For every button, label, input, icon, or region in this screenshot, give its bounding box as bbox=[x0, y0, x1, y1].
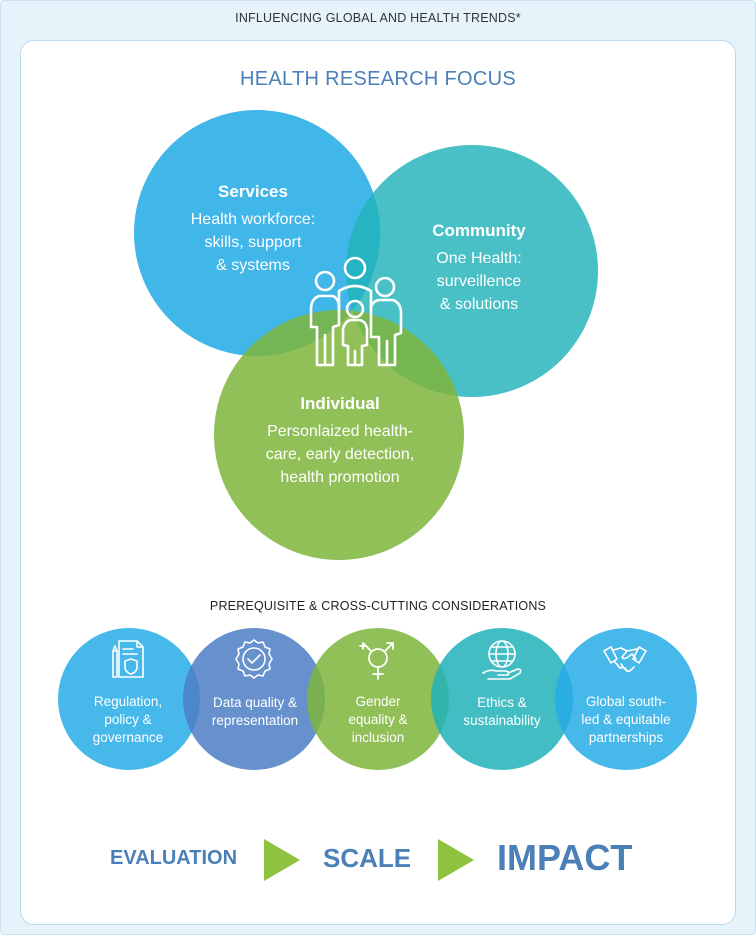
regulation-label: Regulation, policy & governance bbox=[68, 693, 188, 747]
individual-heading: Individual bbox=[300, 394, 380, 413]
arrow-right-icon bbox=[438, 839, 474, 881]
partnerships-line-3: partnerships bbox=[588, 730, 664, 745]
data-quality-line-2: representation bbox=[211, 713, 299, 728]
partnerships-line-2: led & equitable bbox=[581, 712, 671, 727]
handshake-icon bbox=[603, 646, 647, 673]
services-text: Services Health workforce: skills, suppo… bbox=[160, 182, 346, 277]
community-line-1: One Health: bbox=[436, 250, 522, 267]
arrow-right-icon bbox=[264, 839, 300, 881]
regulation-circle bbox=[58, 628, 200, 770]
ethics-line-1: Ethics & bbox=[477, 695, 527, 710]
partnerships-label: Global south- led & equitable partnershi… bbox=[566, 693, 686, 747]
ethics-circle bbox=[431, 628, 573, 770]
individual-text: Individual Personlaized health- care, ea… bbox=[240, 394, 440, 489]
gender-circle bbox=[307, 628, 449, 770]
data-quality-circle bbox=[183, 628, 325, 770]
quality-badge-icon bbox=[235, 639, 273, 679]
document-shield-icon bbox=[112, 640, 144, 678]
focus-title: HEALTH RESEARCH FOCUS bbox=[240, 68, 516, 90]
regulation-line-1: Regulation, bbox=[93, 694, 163, 709]
ethics-line-2: sustainability bbox=[463, 713, 541, 728]
community-line-2: surveillence bbox=[436, 273, 522, 290]
gender-label: Gender equality & inclusion bbox=[318, 693, 438, 747]
gender-line-1: Gender bbox=[355, 694, 401, 709]
data-quality-label: Data quality & representation bbox=[194, 694, 316, 730]
scale-label: SCALE bbox=[323, 843, 412, 873]
pathway-row: EVALUATION SCALE IMPACT bbox=[0, 835, 756, 885]
community-text: Community One Health: surveillence & sol… bbox=[398, 221, 560, 316]
gender-symbol-icon bbox=[359, 642, 394, 680]
considerations-title: PREREQUISITE & CROSS-CUTTING CONSIDERATI… bbox=[209, 599, 547, 613]
services-line-2: skills, support bbox=[204, 234, 302, 251]
services-heading: Services bbox=[218, 182, 288, 201]
services-line-3: & systems bbox=[216, 257, 290, 274]
individual-line-1: Personlaized health- bbox=[267, 423, 413, 440]
individual-circle bbox=[214, 310, 464, 560]
globe-hand-icon bbox=[482, 640, 522, 680]
ethics-label: Ethics & sustainability bbox=[442, 694, 562, 730]
regulation-line-3: governance bbox=[92, 730, 164, 745]
gender-line-3: inclusion bbox=[351, 730, 405, 745]
impact-label: IMPACT bbox=[497, 837, 633, 878]
gender-line-2: equality & bbox=[348, 712, 408, 727]
partnerships-line-1: Global south- bbox=[585, 694, 667, 709]
individual-line-3: health promotion bbox=[280, 469, 400, 486]
community-heading: Community bbox=[432, 221, 526, 240]
family-icon bbox=[309, 256, 403, 367]
regulation-line-2: policy & bbox=[104, 712, 152, 727]
evaluation-label: EVALUATION bbox=[110, 847, 238, 869]
data-quality-line-1: Data quality & bbox=[212, 695, 298, 710]
individual-line-2: care, early detection, bbox=[265, 446, 415, 463]
page-header-title: INFLUENCING GLOBAL AND HEALTH TRENDS* bbox=[235, 11, 521, 25]
services-line-1: Health workforce: bbox=[190, 211, 316, 228]
community-line-3: & solutions bbox=[439, 296, 519, 313]
